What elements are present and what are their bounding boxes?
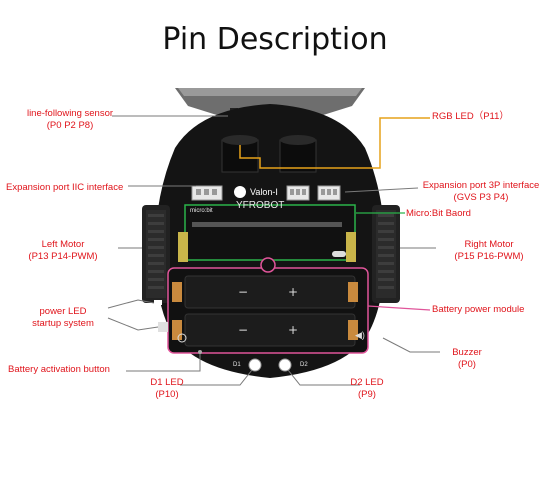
left-motor-icon <box>142 205 170 303</box>
svg-text:−: − <box>238 285 248 299</box>
label-left-motor: Left Motor(P13 P14-PWM) <box>28 239 98 262</box>
board-maker-text: YFROBOT <box>236 200 285 211</box>
right-motor-icon <box>372 205 400 303</box>
label-right-motor: Right Motor(P15 P16-PWM) <box>454 239 524 262</box>
label-microbit: Micro:Bit Baord <box>406 208 471 219</box>
battery-leader <box>367 305 431 311</box>
page-title: Pin Description <box>162 22 388 57</box>
iic-connector-icon <box>191 185 223 201</box>
label-iic-port: Expansion port IIC interface <box>6 182 124 193</box>
3p-connector-icon <box>286 185 341 201</box>
label-buzzer: Buzzer(P0) <box>452 347 482 370</box>
d1-led-icon <box>248 358 262 372</box>
label-rgb-led: RGB LED（P11） <box>432 111 509 122</box>
logo-dot-icon <box>234 186 246 198</box>
label-3p-port: Expansion port 3P interface(GVS P3 P4) <box>422 180 540 203</box>
board-d1-text: D1 <box>233 362 241 368</box>
svg-text:+: + <box>288 285 298 299</box>
label-battery-button: Battery activation button <box>8 364 110 375</box>
label-d2-led: D2 LED(P9) <box>350 377 384 400</box>
power-switch-icon <box>158 322 168 332</box>
label-line-sensor: line-following sensor(P0 P2 P8) <box>26 108 114 131</box>
power-icon <box>177 333 187 343</box>
svg-text:−: − <box>238 323 248 337</box>
speaker-icon: ◀) <box>355 330 365 340</box>
board-mb-text: micro:bit <box>190 208 213 214</box>
activation-button-icon <box>198 350 202 354</box>
rgb-leader <box>239 117 430 169</box>
board-brand-text: Valon-I <box>250 187 278 197</box>
label-battery-module: Battery power module <box>432 304 525 315</box>
rgb-led-icon <box>221 135 317 173</box>
power-led-icon <box>154 300 162 305</box>
board-d2-text: D2 <box>300 362 308 368</box>
d2-led-icon <box>278 358 292 372</box>
label-d1-led: D1 LED(P10) <box>150 377 184 400</box>
svg-text:+: + <box>288 323 298 337</box>
